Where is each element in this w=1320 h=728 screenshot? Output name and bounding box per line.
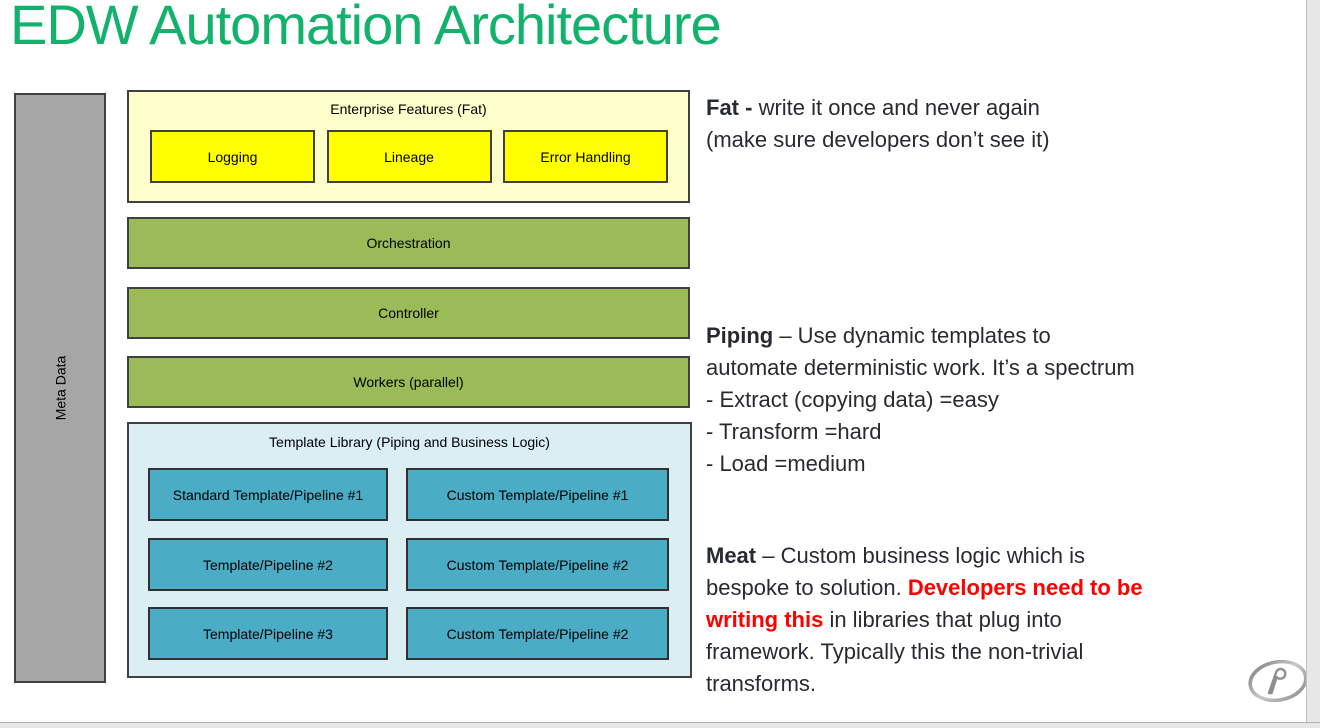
meat-note-text2: bespoke to solution. — [706, 575, 908, 600]
fat-note: Fat - write it once and never again (mak… — [706, 92, 1050, 156]
meta-data-box: Meta Data — [14, 93, 106, 683]
custom-template-1-box: Custom Template/Pipeline #1 — [406, 468, 669, 521]
template-2-box: Template/Pipeline #2 — [148, 538, 388, 591]
fat-note-line2: (make sure developers don’t see it) — [706, 127, 1050, 152]
piping-note-line2: automate deterministic work. It’s a spec… — [706, 355, 1135, 380]
standard-template-1-box: Standard Template/Pipeline #1 — [148, 468, 388, 521]
error-handling-box: Error Handling — [503, 130, 668, 183]
orchestration-box: Orchestration — [127, 217, 690, 269]
piping-note-line4: - Transform =hard — [706, 419, 882, 444]
lineage-box: Lineage — [326, 130, 492, 183]
meat-note-red2: writing this — [706, 607, 824, 632]
meat-note-line2: bespoke to solution. Developers need to … — [706, 572, 1143, 604]
piping-note-line3: - Extract (copying data) =easy — [706, 387, 999, 412]
piping-note-line1: Piping – Use dynamic templates to — [706, 320, 1135, 352]
custom-template-2-box: Custom Template/Pipeline #2 — [406, 538, 669, 591]
fat-note-lead: Fat - — [706, 95, 753, 120]
meat-note-line5: transforms. — [706, 671, 817, 696]
template-library-box: Template Library (Piping and Business Lo… — [127, 422, 692, 678]
bottom-bar — [0, 722, 1320, 728]
right-gutter — [1306, 0, 1320, 728]
meat-note-line4: framework. Typically this the non-trivia… — [706, 639, 1084, 664]
meat-note-text: – Custom business logic which is — [756, 543, 1086, 568]
logging-box: Logging — [150, 130, 315, 183]
piping-note-line5: - Load =medium — [706, 451, 866, 476]
enterprise-items-row: Logging Lineage Error Handling — [150, 130, 668, 183]
meta-data-label: Meta Data — [52, 355, 68, 421]
workers-box: Workers (parallel) — [127, 356, 690, 408]
template-library-label: Template Library (Piping and Business Lo… — [269, 434, 550, 450]
meat-note-red1: Developers need to be — [907, 575, 1143, 600]
meat-note-line3: writing this in libraries that plug into — [706, 604, 1143, 636]
meat-note: Meat – Custom business logic which is be… — [706, 540, 1143, 700]
custom-template-2b-box: Custom Template/Pipeline #2 — [406, 607, 669, 660]
meat-note-text3: in libraries that plug into — [823, 607, 1062, 632]
template-3-box: Template/Pipeline #3 — [148, 607, 388, 660]
fat-note-text: write it once and never again — [752, 95, 1040, 120]
meat-note-lead: Meat — [706, 543, 757, 568]
piping-note-lead: Piping — [706, 323, 774, 348]
enterprise-features-label: Enterprise Features (Fat) — [330, 101, 487, 117]
meat-note-line1: Meat – Custom business logic which is — [706, 540, 1143, 572]
fat-note-line1: Fat - write it once and never again — [706, 92, 1050, 124]
enterprise-features-box: Enterprise Features (Fat) Logging Lineag… — [127, 90, 690, 203]
piping-note: Piping – Use dynamic templates to automa… — [706, 320, 1135, 480]
slide-title: EDW Automation Architecture — [10, 0, 722, 56]
piping-note-text: – Use dynamic templates to — [773, 323, 1051, 348]
r-ellipse-logo-icon — [1248, 659, 1308, 703]
controller-box: Controller — [127, 287, 690, 339]
